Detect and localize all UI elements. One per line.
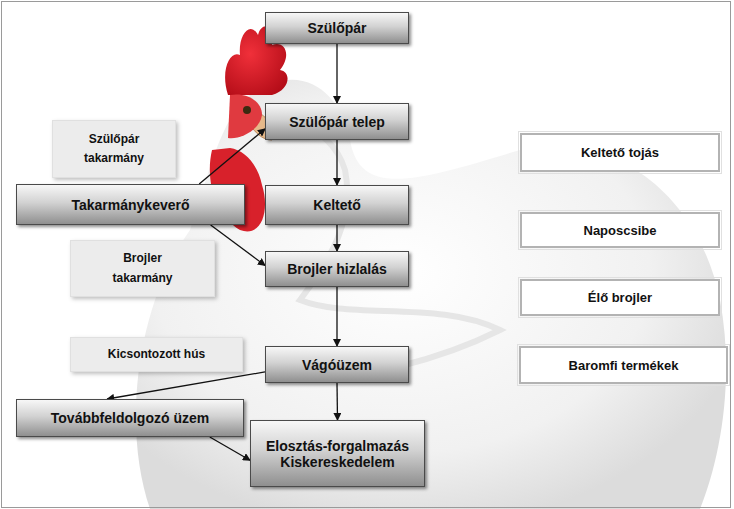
flow-arrow bbox=[107, 372, 265, 399]
node-text: Brojler hizlalás bbox=[287, 261, 387, 277]
chicken-body bbox=[136, 80, 726, 509]
node-text: Takarmánykeverő bbox=[71, 197, 189, 213]
node-text: Naposcsibe bbox=[584, 223, 657, 238]
node-text: Kicsontozott hús bbox=[108, 345, 205, 364]
node-text: Szülőpár telep bbox=[289, 114, 385, 130]
flow-arrow bbox=[336, 383, 338, 420]
output-box: Naposcsibe bbox=[520, 212, 720, 248]
output-box: Élő brojler bbox=[520, 279, 720, 316]
node-text: Elosztás-forgalmazás Kiskereskedelem bbox=[258, 438, 418, 470]
flow-arrow bbox=[199, 129, 265, 184]
chicken-face bbox=[228, 94, 262, 138]
process-box: Szülőpár bbox=[265, 12, 409, 44]
node-text: Keltető bbox=[313, 197, 360, 213]
node-text: Szülőpár takarmány bbox=[74, 130, 154, 168]
process-box: Takarmánykeverő bbox=[16, 184, 245, 225]
feather-shade bbox=[240, 120, 500, 380]
node-text: Brojler takarmány bbox=[103, 249, 183, 287]
process-box: Brojler hizlalás bbox=[265, 251, 409, 287]
process-box: Továbbfeldolgozó üzem bbox=[16, 399, 244, 437]
node-text: Keltető tojás bbox=[581, 145, 659, 160]
node-text: Továbbfeldolgozó üzem bbox=[51, 410, 209, 426]
flow-arrow bbox=[210, 437, 250, 460]
node-text: Vágóüzem bbox=[302, 357, 372, 373]
process-box: Keltető bbox=[265, 185, 409, 225]
flow-arrow bbox=[211, 225, 265, 265]
input-label-box: Szülőpár takarmány bbox=[52, 120, 176, 178]
process-box: Elosztás-forgalmazás Kiskereskedelem bbox=[250, 420, 425, 487]
output-box: Keltető tojás bbox=[520, 133, 720, 172]
node-text: Szülőpár bbox=[307, 20, 366, 36]
input-label-box: Brojler takarmány bbox=[70, 240, 215, 297]
node-text: Élő brojler bbox=[588, 290, 652, 305]
flow-arrow bbox=[336, 287, 337, 346]
process-box: Vágóüzem bbox=[265, 346, 409, 383]
node-text: Baromfi termékek bbox=[569, 358, 679, 373]
input-label-box: Kicsontozott hús bbox=[70, 337, 243, 372]
flow-arrow bbox=[336, 225, 337, 251]
process-box: Szülőpár telep bbox=[265, 103, 409, 140]
chicken-eye bbox=[243, 106, 251, 114]
flow-arrow bbox=[336, 44, 337, 103]
flow-arrow bbox=[336, 140, 337, 185]
output-box: Baromfi termékek bbox=[519, 346, 728, 384]
